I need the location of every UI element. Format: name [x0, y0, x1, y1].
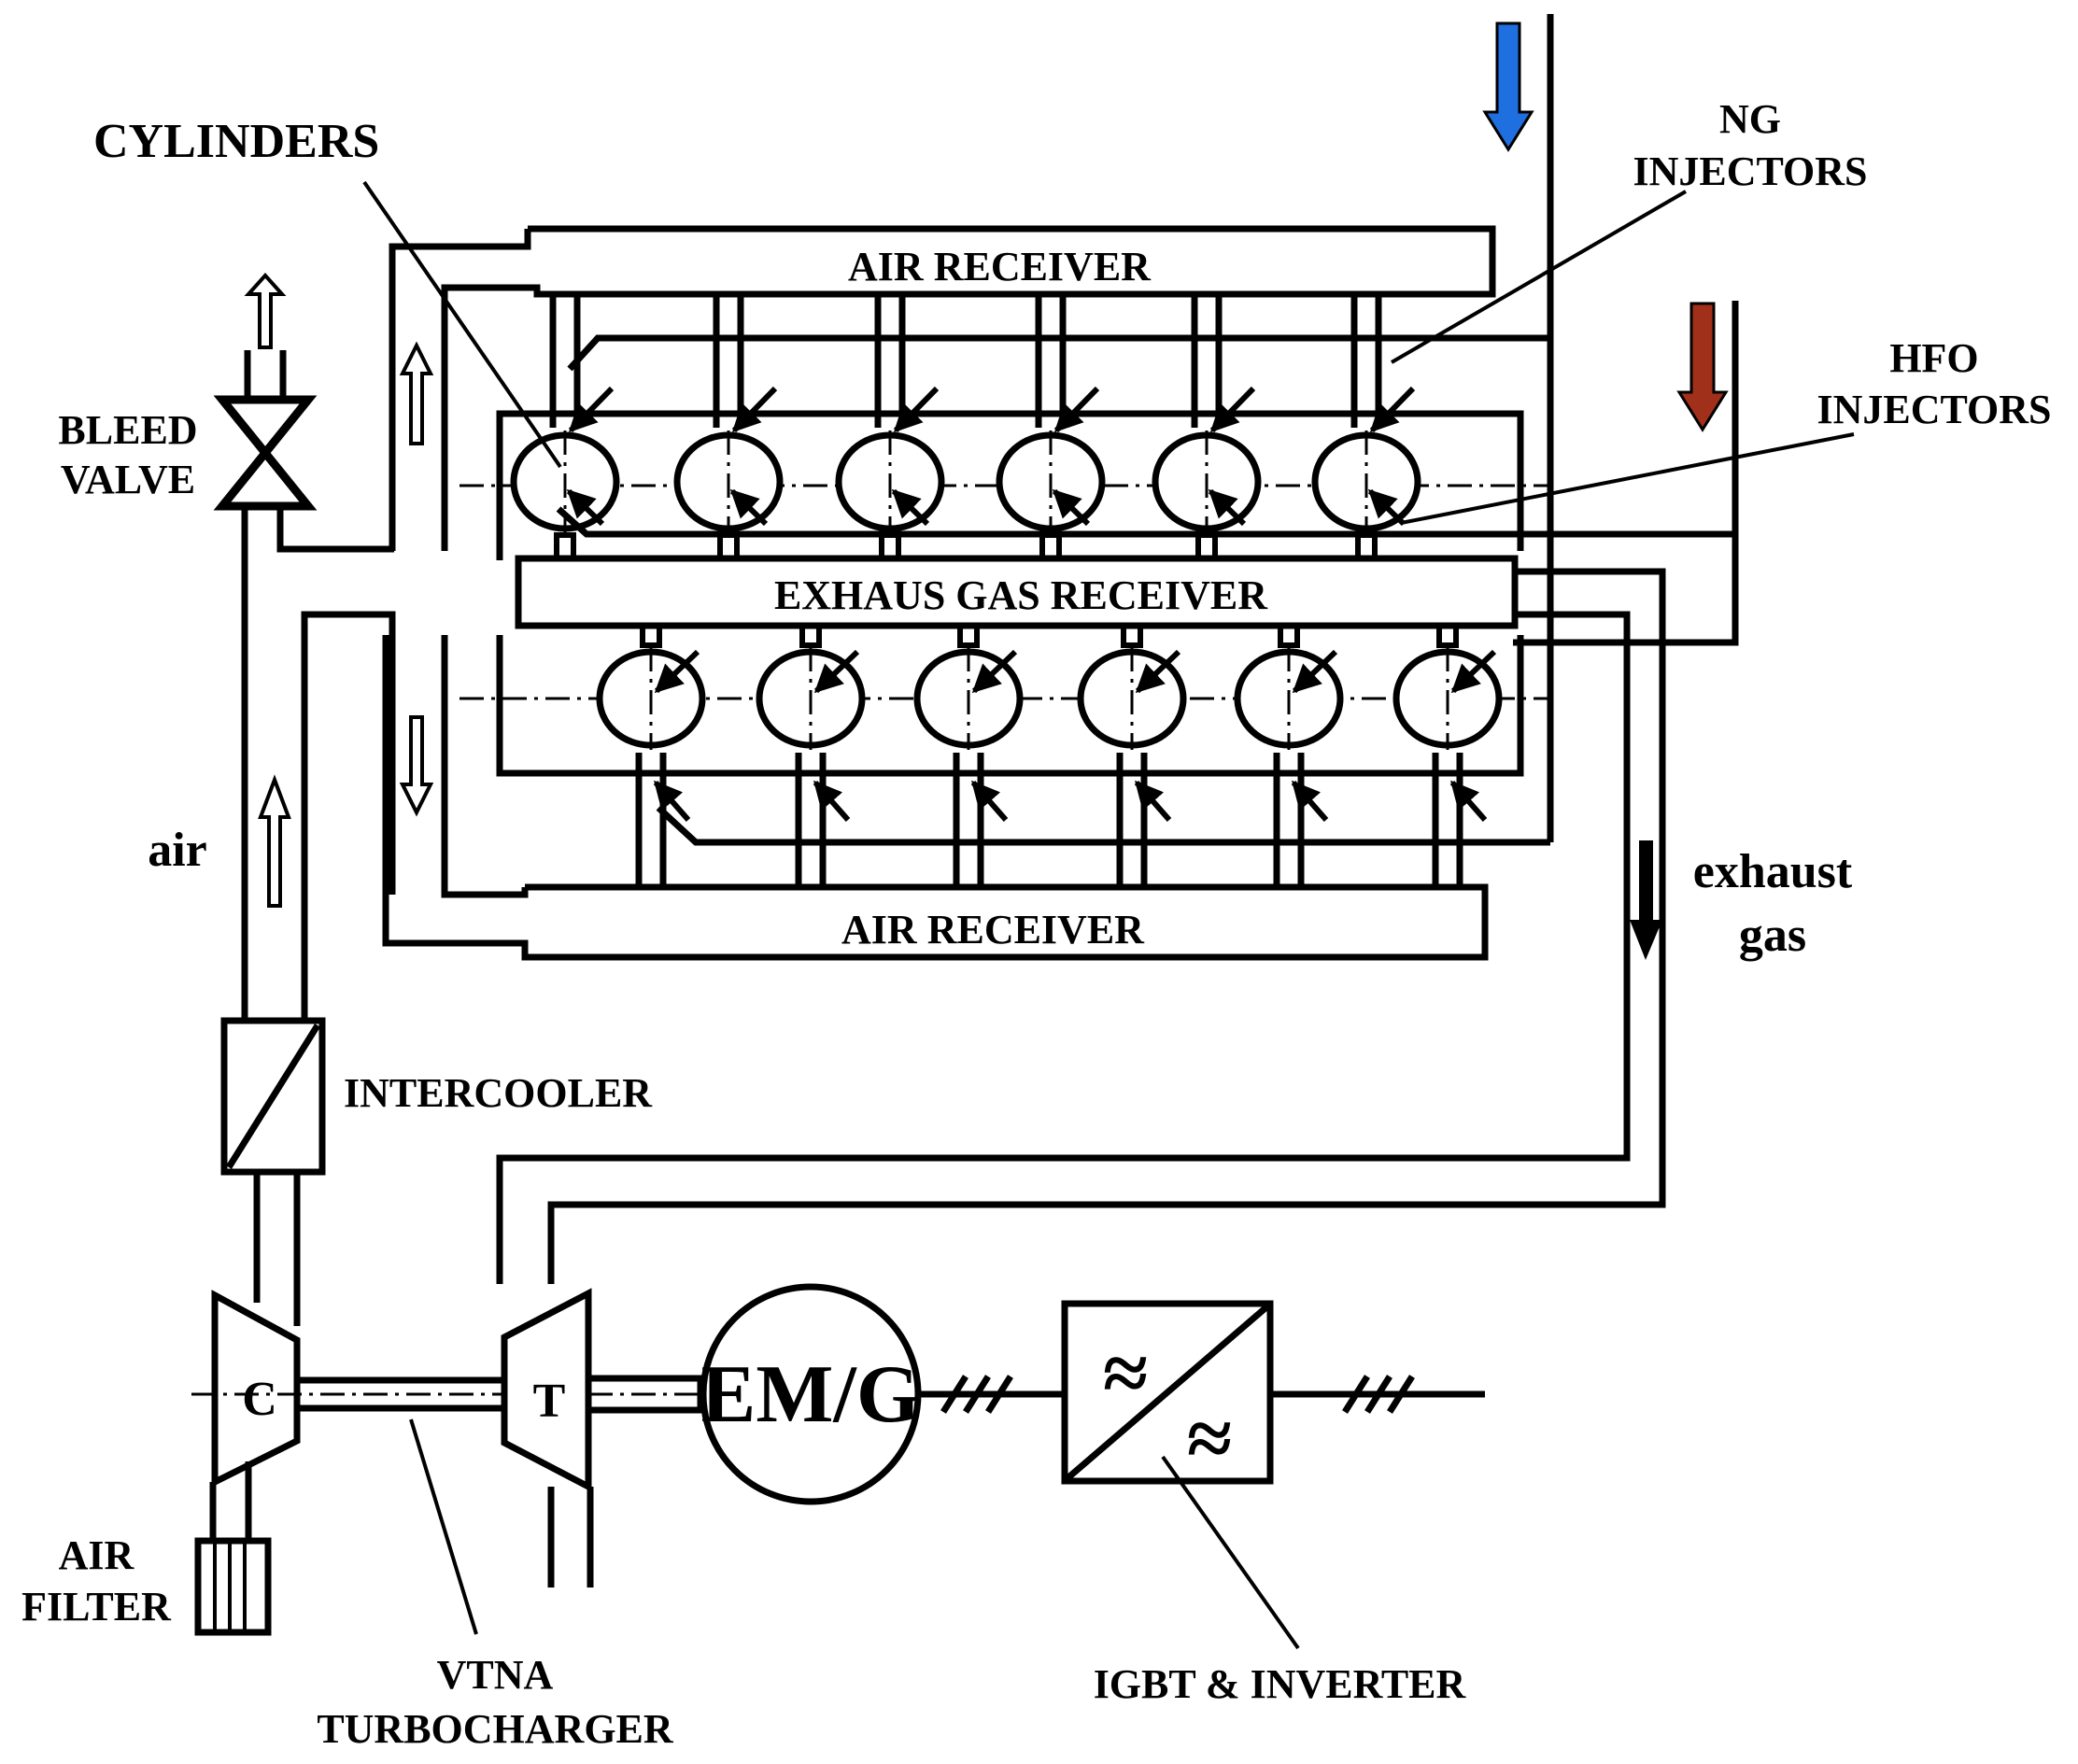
- igbt-inverter-label: IGBT & INVERTER: [1094, 1661, 1467, 1707]
- air-path: [241, 341, 434, 1021]
- cylinders-label: CYLINDERS: [93, 115, 379, 168]
- cylinder: [596, 616, 706, 887]
- air-receiver-top-label: AIR RECEIVER: [848, 244, 1152, 289]
- inverter-ac-symbol: ≈: [1187, 1394, 1232, 1485]
- ng-injectors-label-line2: INJECTORS: [1633, 148, 1867, 194]
- cylinder-bank-upper: [510, 294, 1421, 564]
- cylinder: [510, 294, 620, 564]
- cylinder: [1152, 294, 1262, 564]
- hollow-arrow-up-icon: [244, 273, 287, 349]
- cylinder: [673, 294, 784, 564]
- hollow-arrow-up-icon: [258, 774, 291, 908]
- turbine-label: T: [533, 1375, 566, 1428]
- hfo-injectors-label-line1: HFO: [1889, 335, 1978, 381]
- intercooler-label: INTERCOOLER: [344, 1070, 653, 1116]
- cylinder: [1077, 616, 1187, 887]
- valve-icon: [213, 395, 318, 511]
- cylinder: [996, 294, 1106, 564]
- hfo-injectors-label-line2: INJECTORS: [1816, 387, 2051, 432]
- cylinder-bank-lower: [596, 616, 1503, 887]
- compressor: [209, 1290, 301, 1541]
- igbt-inverter: [1061, 1300, 1274, 1485]
- engine-block-lower: [496, 635, 1524, 777]
- exhaust-gas-label-line1: exhaust: [1693, 845, 1853, 898]
- air-filter-label-line1: AIR: [59, 1532, 135, 1578]
- electrical-lines: [918, 1375, 1485, 1414]
- cylinder: [1234, 616, 1344, 887]
- exhaust-gas-receiver: [496, 555, 1666, 1284]
- em-g-coupling: [588, 1375, 704, 1414]
- air-receiver-top: [389, 225, 1496, 551]
- vtna-label-line1: VTNA: [437, 1652, 554, 1698]
- air-filter-label-line2: FILTER: [21, 1584, 172, 1630]
- cylinder: [1311, 294, 1421, 564]
- cylinder: [913, 616, 1024, 887]
- hollow-arrow-up-icon: [399, 341, 434, 445]
- bleed-valve-label-line1: BLEED: [58, 407, 197, 453]
- filter-icon: [194, 1537, 272, 1636]
- hfo-supply-line: [556, 301, 1739, 646]
- em-g-label: EM/G: [701, 1349, 921, 1440]
- ng-injectors-label-line1: NG: [1719, 96, 1781, 142]
- air-receiver-bottom: [382, 635, 1489, 961]
- bleed-valve-label-line2: VALVE: [61, 457, 195, 502]
- leader-lines: [362, 180, 1855, 1650]
- compressor-label: C: [242, 1373, 277, 1426]
- cylinder: [1392, 616, 1503, 887]
- turbocharger-shaft: [191, 1376, 598, 1412]
- arrow-down-icon: [1482, 21, 1534, 152]
- arrow-down-icon: [1676, 302, 1729, 432]
- hollow-arrow-down-icon: [399, 715, 434, 817]
- exhaust-gas-receiver-label: EXHAUS GAS RECEIVER: [774, 572, 1268, 618]
- cylinder: [756, 616, 866, 887]
- cylinder: [835, 294, 945, 564]
- bleed-valve: [213, 273, 394, 553]
- turbine: [501, 1288, 594, 1588]
- arrow-down-icon: [1630, 840, 1662, 960]
- ng-supply-line: [567, 14, 1554, 846]
- inverter-dc-symbol: ≈: [1103, 1329, 1148, 1419]
- air-receiver-bottom-label: AIR RECEIVER: [841, 907, 1145, 953]
- air-filter: [194, 1537, 272, 1636]
- air-label: air: [148, 824, 207, 877]
- engine-block-upper: [496, 410, 1524, 560]
- exhaust-gas-label-line2: gas: [1739, 909, 1806, 962]
- vtna-label-line2: TURBOCHARGER: [317, 1706, 674, 1752]
- intercooler: [220, 1017, 326, 1326]
